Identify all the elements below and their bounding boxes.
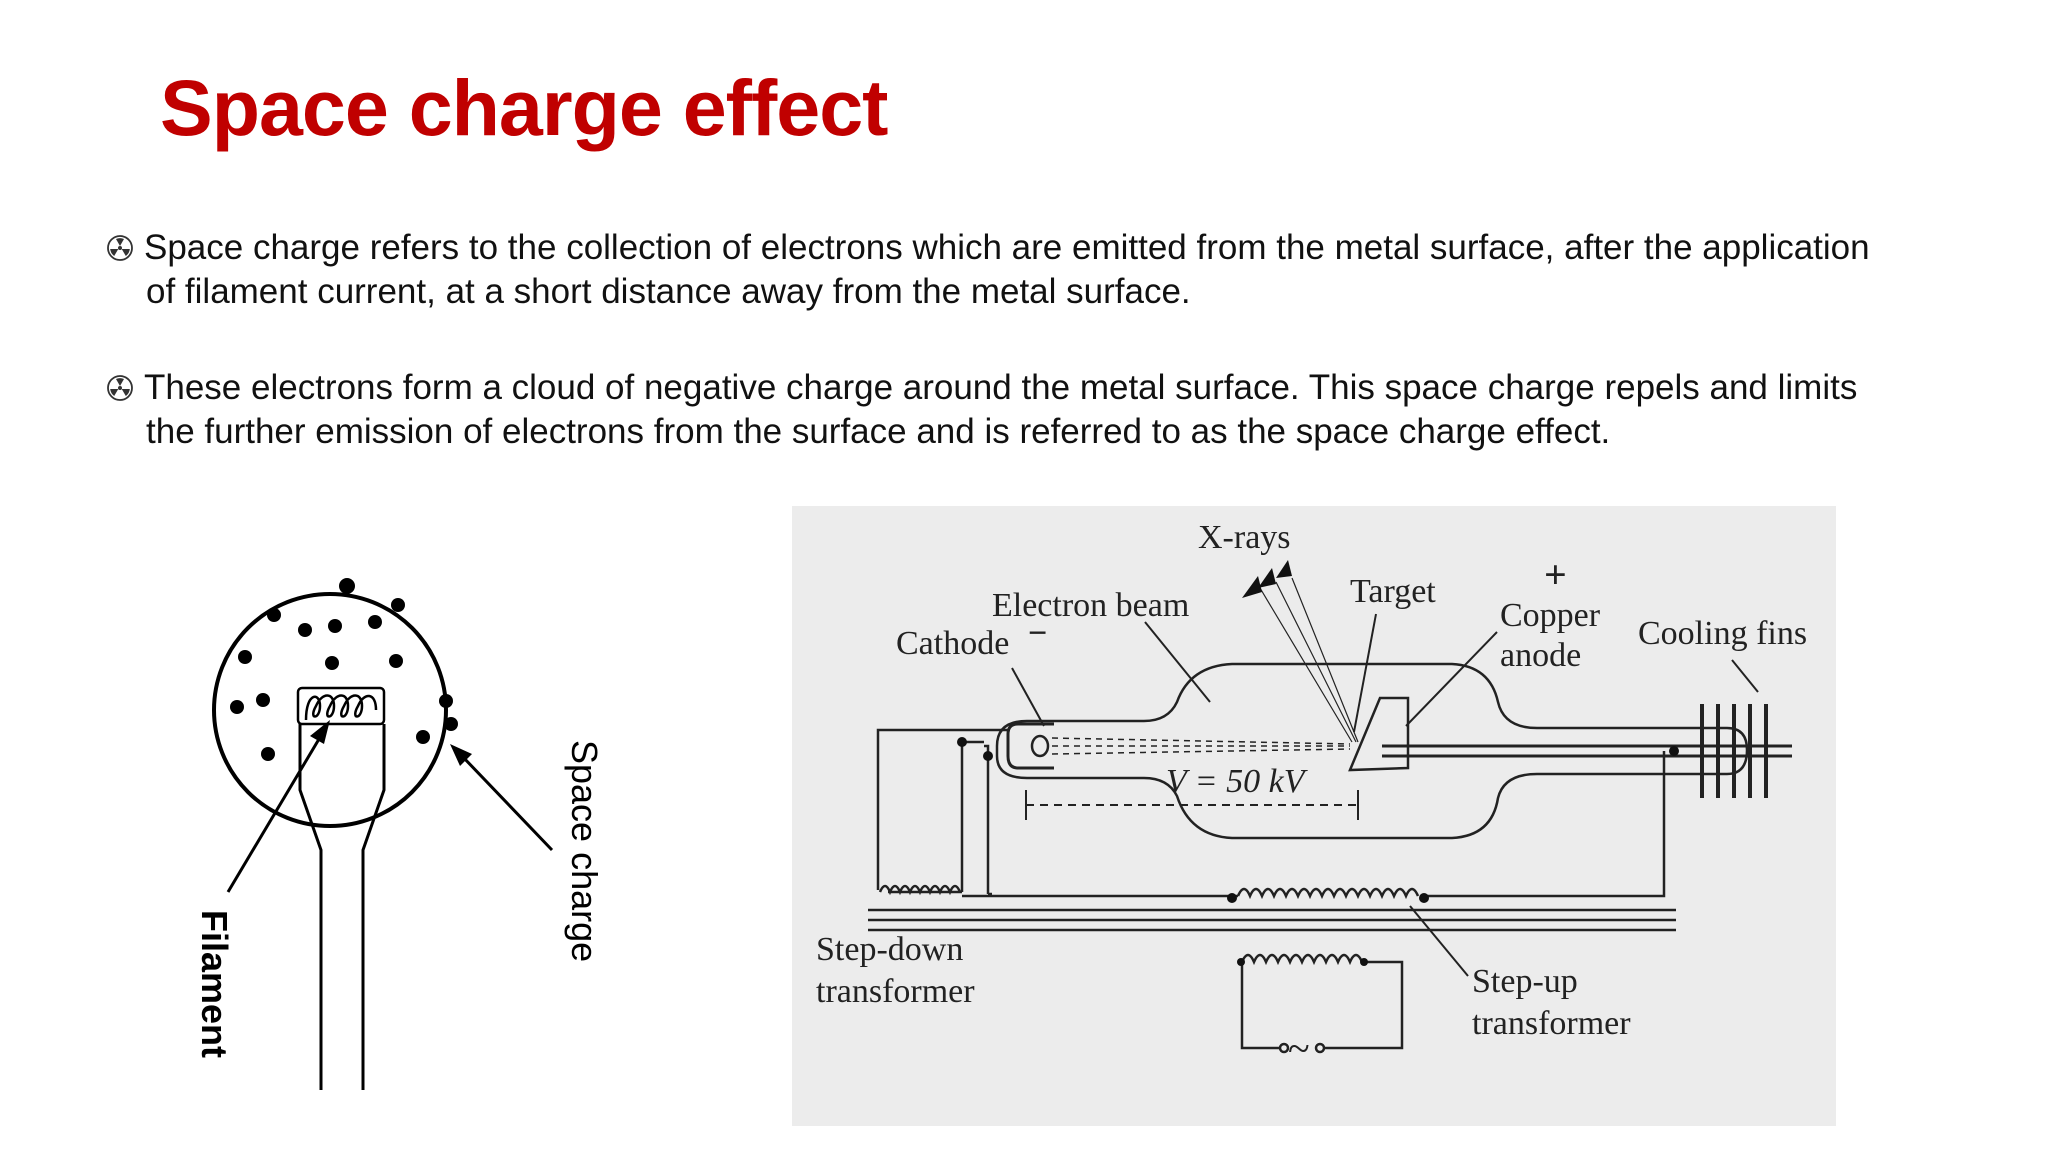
bullet-1-line-2: of filament current, at a short distance… — [146, 272, 1191, 311]
bullet-2-line-2: the further emission of electrons from t… — [146, 412, 1611, 451]
label-anode: anode — [1500, 637, 1581, 674]
label-space-charge: Space charge — [564, 740, 605, 962]
tube-envelope — [995, 662, 1749, 840]
label-electron-beam: Electron beam — [992, 587, 1189, 624]
radiation-symbol-icon — [106, 234, 144, 262]
bullet-1-line-1: Space charge refers to the collection of… — [144, 228, 1870, 267]
filament-coil — [296, 686, 386, 726]
filament-leads — [298, 724, 386, 1090]
target-block — [1348, 696, 1410, 772]
label-step-down-2: transformer — [816, 973, 975, 1010]
bullet-point-2: These electrons form a cloud of negative… — [106, 366, 1946, 454]
label-filament: Filament — [194, 910, 235, 1058]
label-step-up-1: Step-up — [1472, 963, 1578, 1000]
cathode-cup — [1006, 722, 1054, 770]
bullet-2-line-1: These electrons form a cloud of negative… — [144, 368, 1858, 407]
label-target: Target — [1350, 573, 1436, 610]
label-x-rays: X-rays — [1198, 519, 1291, 556]
label-step-up-2: transformer — [1472, 1005, 1631, 1042]
emission-circle — [212, 592, 448, 828]
xray-arrows — [1242, 560, 1292, 598]
xray-tube-diagram: X-rays Target + Copper anode Electron be… — [792, 506, 1836, 1126]
label-minus: − — [1028, 615, 1047, 652]
label-copper: Copper — [1500, 597, 1601, 634]
bullet-point-1: Space charge refers to the collection of… — [106, 226, 1946, 314]
ac-source-symbol: ~ — [1288, 1026, 1310, 1071]
electron-dots — [230, 578, 458, 761]
label-cooling-fins: Cooling fins — [1638, 615, 1807, 652]
slide-title: Space charge effect — [160, 63, 888, 152]
label-cathode: Cathode — [896, 625, 1009, 662]
label-plus: + — [1544, 552, 1567, 597]
label-voltage: V = 50 kV — [1166, 763, 1309, 800]
filament-space-charge-diagram: Filament Space charge — [150, 560, 670, 1120]
radiation-symbol-icon — [106, 374, 144, 402]
cooling-fins — [1700, 704, 1768, 798]
label-step-down-1: Step-down — [816, 931, 963, 968]
